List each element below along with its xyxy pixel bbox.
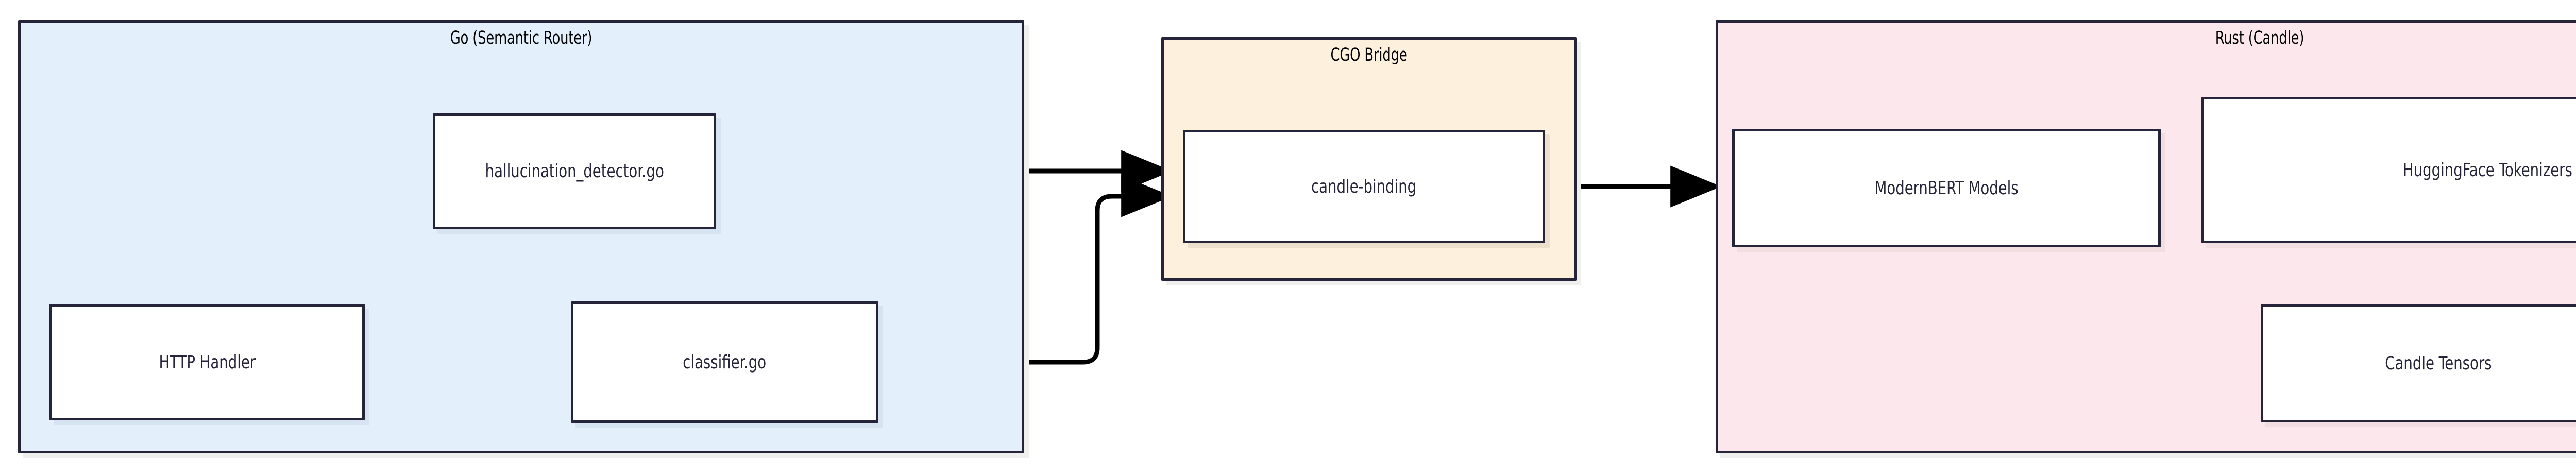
node-classifier-go-label: classifier.go <box>683 351 767 373</box>
node-candle-binding-label: candle-binding <box>1311 176 1417 197</box>
node-http-handler[interactable]: HTTP Handler <box>49 304 365 420</box>
node-candle-tensors[interactable]: Candle Tensors <box>2261 304 2576 422</box>
node-modernbert-models[interactable]: ModernBERT Models <box>1732 129 2161 247</box>
node-classifier-go[interactable]: classifier.go <box>571 301 878 423</box>
node-hallucination-detector-go-label: hallucination_detector.go <box>485 161 664 182</box>
node-huggingface-tokenizers[interactable]: HuggingFace Tokenizers <box>2201 97 2576 243</box>
node-hallucination-detector-go[interactable]: hallucination_detector.go <box>433 113 716 229</box>
node-modernbert-models-label: ModernBERT Models <box>1874 177 2019 199</box>
cluster-cgo-title: CGO Bridge <box>1330 45 1408 65</box>
node-candle-binding[interactable]: candle-binding <box>1183 130 1545 243</box>
cluster-rust-title: Rust (Candle) <box>2215 28 2304 48</box>
node-huggingface-tokenizers-label: HuggingFace Tokenizers <box>2403 159 2572 181</box>
node-candle-tensors-label: Candle Tensors <box>2384 352 2492 374</box>
node-http-handler-label: HTTP Handler <box>159 351 256 373</box>
cluster-go-title: Go (Semantic Router) <box>450 28 592 48</box>
